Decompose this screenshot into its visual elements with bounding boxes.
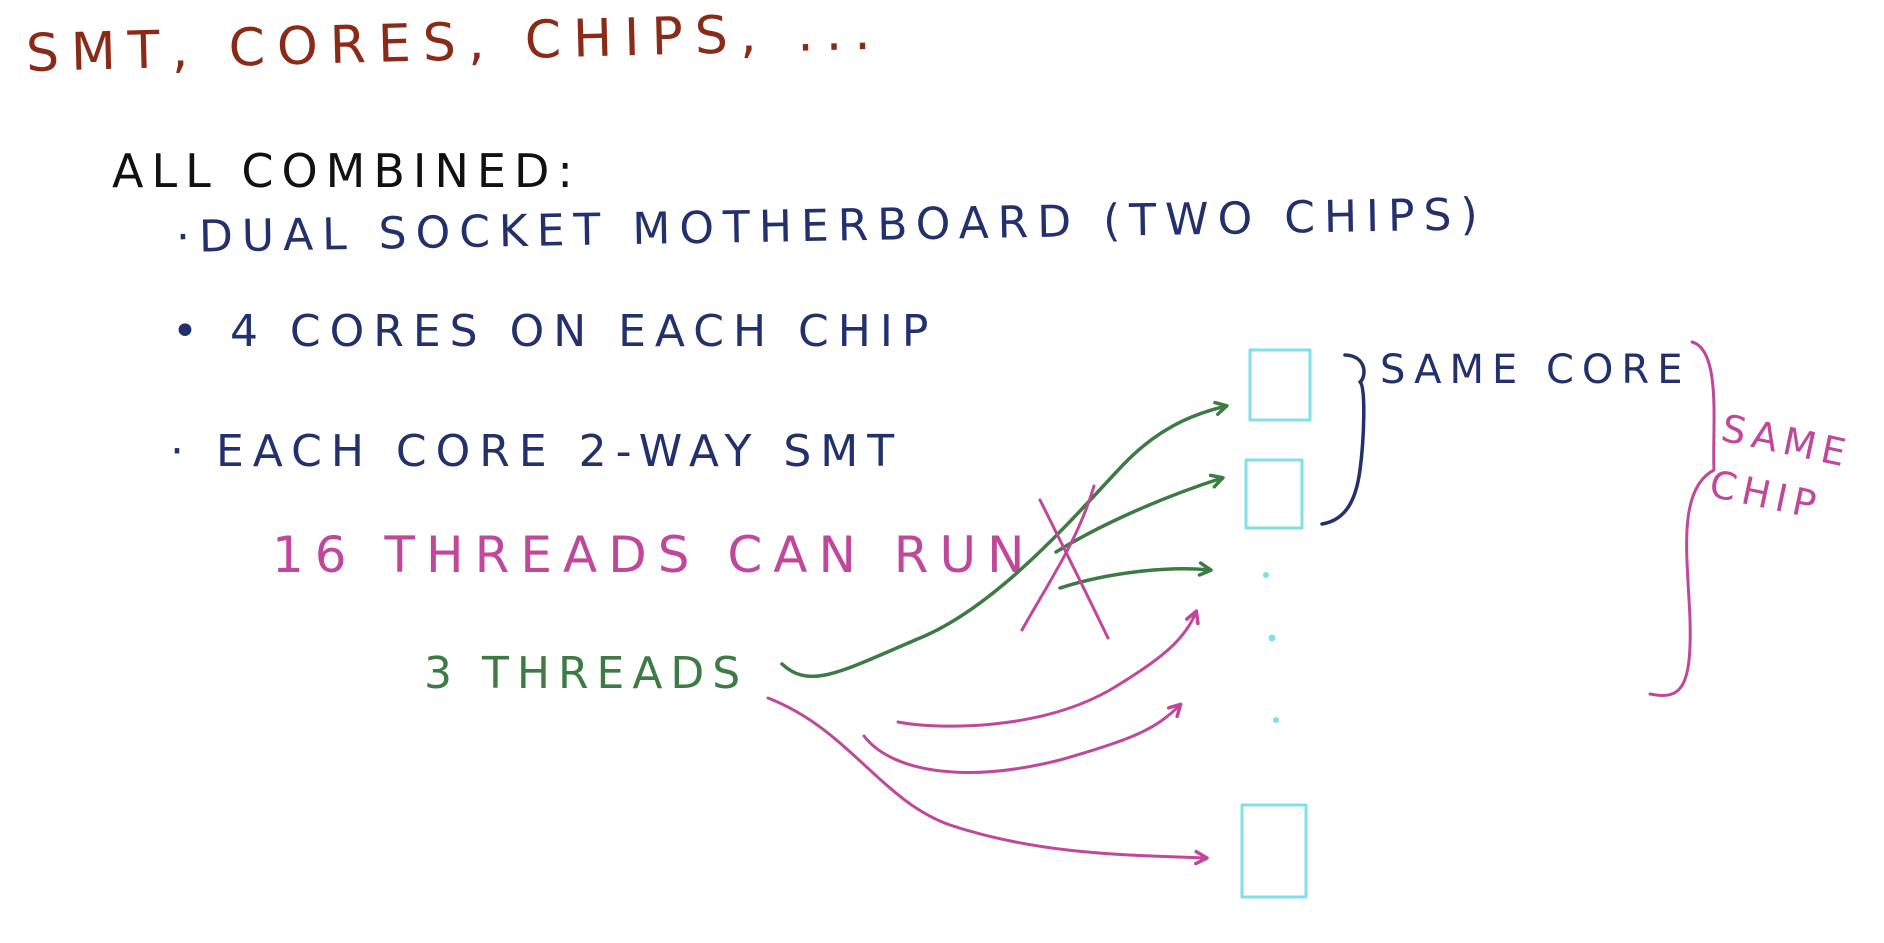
threads-summary: 16 THREADS CAN RUN bbox=[272, 526, 1036, 584]
pink-arrow-2 bbox=[862, 702, 1183, 774]
thread-slot-16 bbox=[1240, 803, 1308, 899]
thread-slot-2 bbox=[1244, 458, 1304, 530]
pink-arrow-1 bbox=[896, 609, 1200, 728]
same-core-label: SAME CORE bbox=[1380, 347, 1691, 393]
green-arrow-1 bbox=[780, 400, 1229, 679]
bullet-text: EACH CORE 2-WAY SMT bbox=[216, 426, 904, 477]
ellipsis-dot-3 bbox=[1273, 717, 1279, 723]
cross-out-mark bbox=[1038, 498, 1110, 640]
green-arrow-3 bbox=[1058, 561, 1213, 590]
subtitle: ALL COMBINED: bbox=[112, 144, 581, 198]
bullet-smt: · EACH CORE 2-WAY SMT bbox=[170, 430, 903, 474]
green-arrow-2 bbox=[1054, 473, 1225, 554]
ellipsis-dot-2 bbox=[1268, 634, 1276, 642]
bullet-dot: • bbox=[172, 306, 207, 357]
bullet-text: 4 CORES ON EACH CHIP bbox=[229, 306, 938, 357]
bullet-cores-per-chip: • 4 CORES ON EACH CHIP bbox=[172, 310, 937, 354]
pink-arrow-3 bbox=[766, 696, 1209, 866]
same-chip-brace bbox=[1648, 340, 1716, 697]
same-core-brace bbox=[1320, 353, 1366, 526]
ellipsis-dot-1 bbox=[1263, 572, 1269, 578]
three-threads-label: 3 THREADS bbox=[424, 648, 749, 699]
thread-slot-1 bbox=[1248, 348, 1312, 422]
bullet-dot: · bbox=[170, 426, 193, 477]
cross-out-mark bbox=[1020, 484, 1096, 632]
